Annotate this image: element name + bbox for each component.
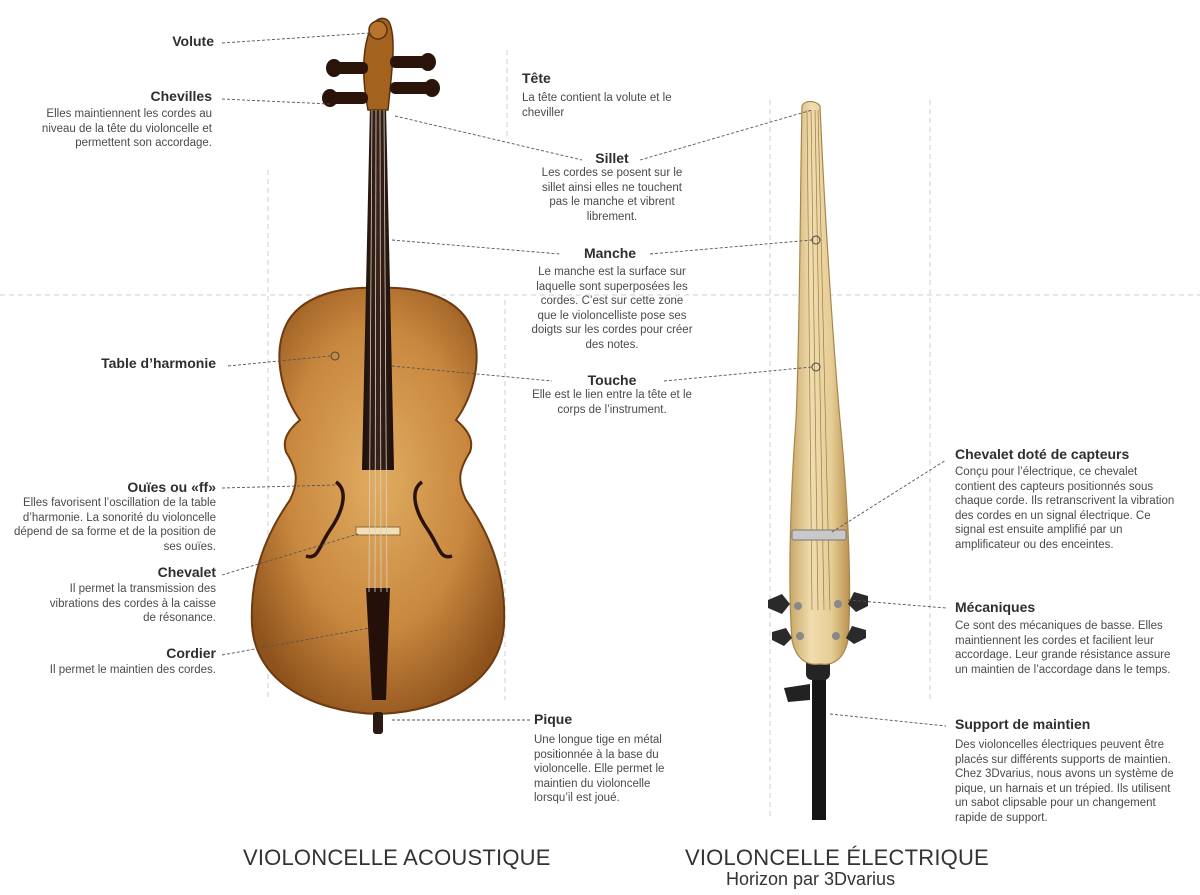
label-support-maintien: Support de maintien (955, 716, 1091, 732)
label-table-harmonie: Table d’harmonie (101, 355, 216, 371)
desc-sillet: Les cordes se posent sur le sillet ainsi… (541, 167, 683, 223)
label-touche: Touche (587, 372, 637, 388)
stand-pole (812, 660, 826, 820)
pegs (322, 53, 440, 107)
desc-ouies: Elles favorisent l’oscillation de la tab… (13, 497, 216, 553)
desc-chevilles: Elles maintiennent les cordes au niveau … (41, 108, 212, 150)
desc-pique: Une longue tige en métal positionnée à l… (534, 734, 665, 805)
label-pique: Pique (534, 711, 573, 727)
electric-cello (768, 100, 868, 820)
caption-acoustic: VIOLONCELLE ACOUSTIQUE (243, 845, 551, 870)
tuning-machines (768, 592, 868, 646)
label-tete: Tête (522, 70, 551, 86)
desc-cordier: Il permet le maintien des cordes. (49, 664, 216, 676)
desc-touche: Elle est le lien entre la tête et le cor… (532, 389, 692, 416)
label-mecaniques: Mécaniques (955, 599, 1036, 615)
tailpiece (366, 588, 390, 700)
desc-support-maintien: Des violoncelles électriques peuvent êtr… (955, 739, 1174, 824)
strings (368, 109, 388, 593)
f-hole-left (305, 480, 345, 559)
f-hole-right (413, 480, 453, 559)
label-chevalet-capteurs: Chevalet doté de capteurs (955, 446, 1130, 462)
label-ouies: Ouïes ou «ff» (127, 479, 216, 495)
leader-lines (221, 32, 947, 727)
label-manche: Manche (583, 245, 637, 261)
desc-chevalet-capteurs: Conçu pour l’électrique, ce chevalet con… (955, 466, 1175, 551)
fingerboard (362, 105, 394, 470)
desc-tete: La tête contient la volute et le chevill… (522, 92, 672, 119)
label-cordier: Cordier (166, 645, 216, 661)
label-chevalet: Chevalet (157, 564, 216, 580)
endpin (373, 712, 383, 734)
desc-mecaniques: Ce sont des mécaniques de basse. Elles m… (955, 620, 1171, 676)
caption-electric: VIOLONCELLE ÉLECTRIQUE (685, 845, 989, 870)
caption-electric-sub: Horizon par 3Dvarius (726, 869, 896, 889)
desc-manche: Le manche est la surface sur laquelle so… (531, 266, 693, 351)
label-sillet: Sillet (595, 150, 629, 166)
acoustic-cello (250, 17, 506, 734)
label-volute: Volute (172, 33, 214, 49)
label-chevilles: Chevilles (150, 88, 212, 104)
desc-chevalet: Il permet la transmission des vibrations… (49, 583, 216, 625)
pickup-bridge (791, 529, 847, 541)
bridge (355, 526, 401, 536)
scroll-curl (368, 20, 388, 40)
